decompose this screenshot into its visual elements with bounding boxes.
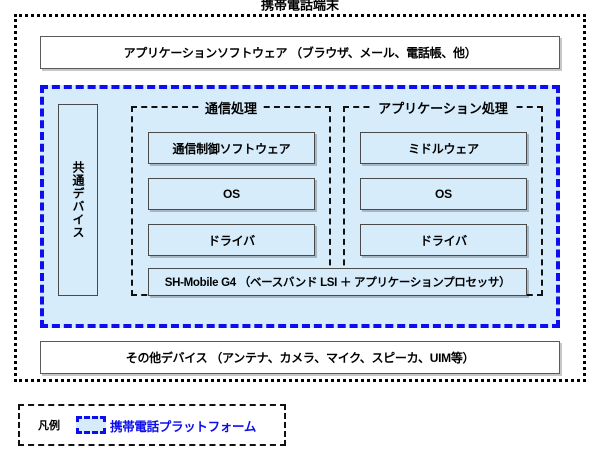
comm-layer-os-label: OS — [223, 187, 240, 201]
application-software-box: アプリケーションソフトウェア （ブラウザ、メール、電話帳、他） — [40, 36, 560, 69]
communication-processing-title: 通信処理 — [198, 98, 264, 118]
application-software-label: アプリケーションソフトウェア （ブラウザ、メール、電話帳、他） — [123, 46, 477, 60]
device-frame — [14, 14, 586, 382]
app-layer-middleware-label: ミドルウェア — [408, 141, 479, 156]
legend-platform-swatch-icon — [76, 416, 106, 434]
device-title: 携帯電話端末 — [250, 0, 350, 14]
application-processing-title: アプリケーション処理 — [372, 98, 514, 118]
app-layer-os-label: OS — [435, 187, 452, 201]
comm-layer-control-software-label: 通信制御ソフトウェア — [172, 141, 291, 156]
app-layer-driver-label: ドライバ — [420, 233, 467, 248]
soc-box: SH-Mobile G4 （ベースバンド LSI ＋ アプリケーションプロセッサ… — [148, 268, 527, 296]
app-layer-os: OS — [360, 178, 527, 210]
comm-layer-control-software: 通信制御ソフトウェア — [148, 132, 315, 164]
comm-layer-os: OS — [148, 178, 315, 210]
legend-title: 凡例 — [38, 420, 60, 432]
app-layer-driver: ドライバ — [360, 224, 527, 256]
common-devices-label: 共通デバイス — [71, 161, 85, 239]
other-devices-box: その他デバイス （アンテナ、カメラ、マイク、スピーカ、UIM等） — [40, 341, 560, 374]
comm-layer-driver-label: ドライバ — [208, 233, 255, 248]
other-devices-label: その他デバイス （アンテナ、カメラ、マイク、スピーカ、UIM等） — [125, 351, 475, 365]
common-devices-box: 共通デバイス — [58, 104, 98, 296]
legend-box: 凡例 携帯電話プラットフォーム — [18, 404, 286, 446]
legend-entry-label: 携帯電話プラットフォーム — [110, 419, 257, 434]
app-layer-middleware: ミドルウェア — [360, 132, 527, 164]
soc-label: SH-Mobile G4 （ベースバンド LSI ＋ アプリケーションプロセッサ… — [164, 277, 511, 289]
comm-layer-driver: ドライバ — [148, 224, 315, 256]
